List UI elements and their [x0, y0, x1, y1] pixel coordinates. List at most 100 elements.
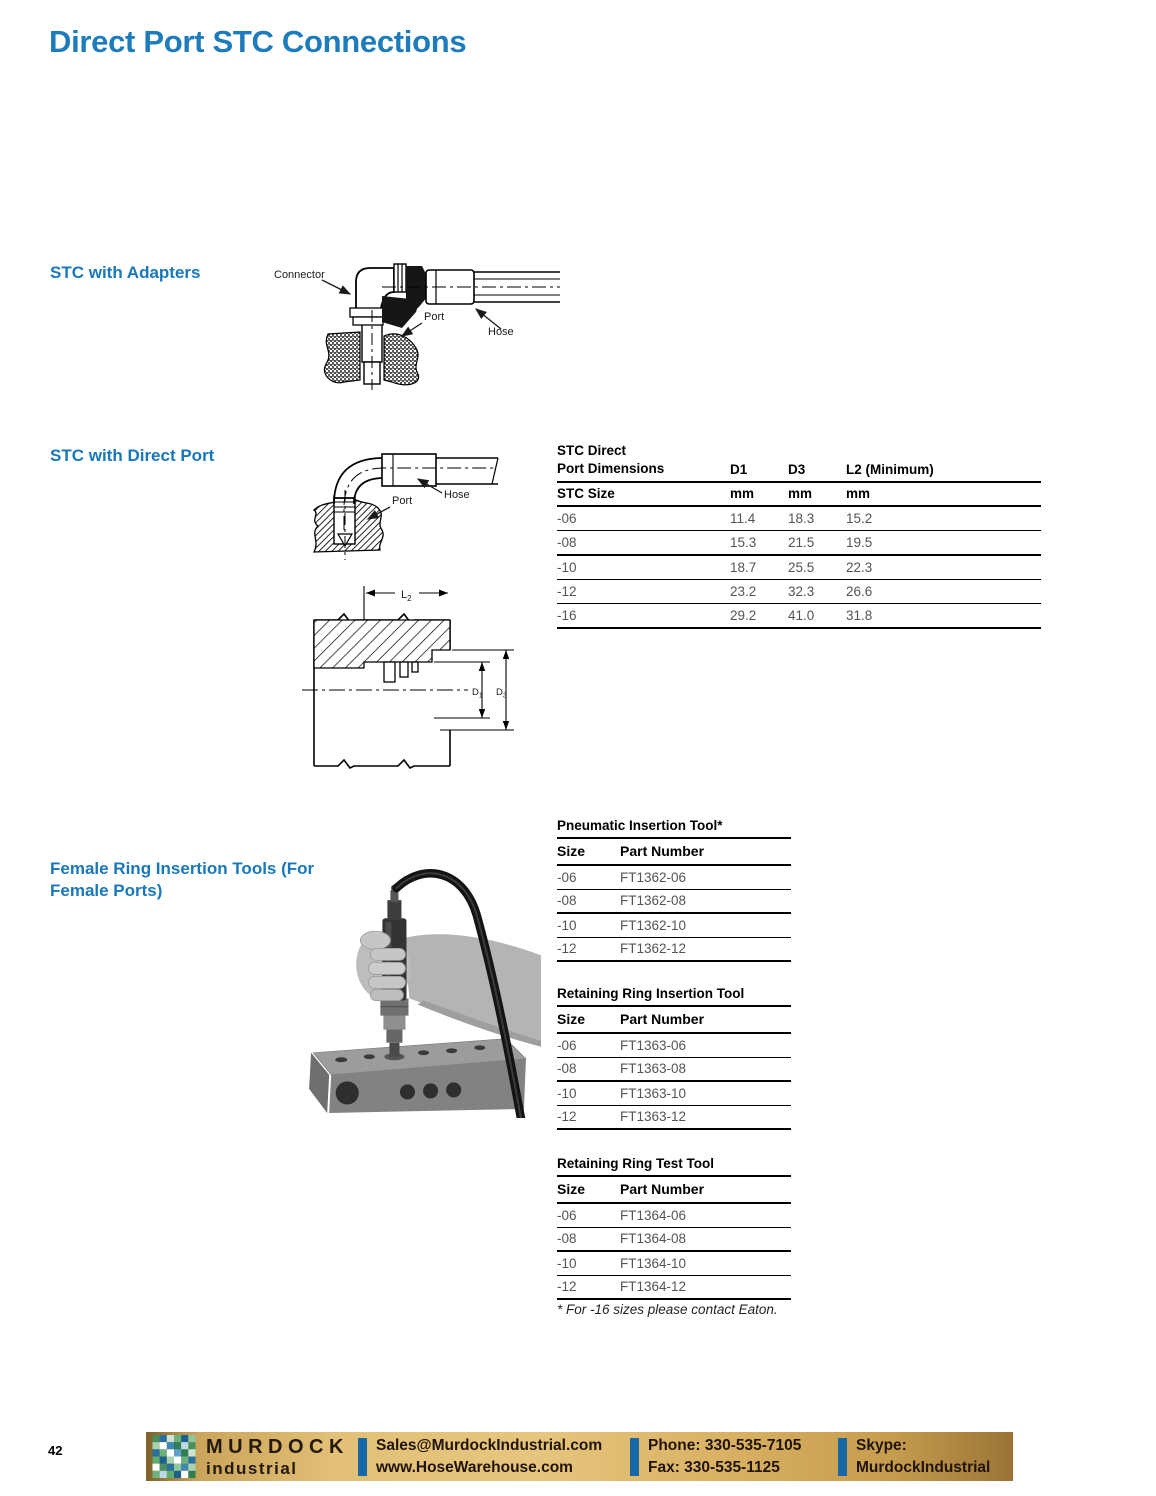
col-header-size: Size: [557, 1011, 586, 1027]
divider: [358, 1437, 367, 1476]
table-cell: FT1362-12: [620, 941, 687, 956]
hose-label: Hose: [444, 489, 470, 501]
table-header-row: Size Part Number: [557, 1177, 791, 1203]
table-cell: FT1362-10: [620, 917, 687, 933]
page-title: Direct Port STC Connections: [49, 24, 467, 59]
stc-with-direct-port-diagram: Hose Port: [312, 453, 499, 560]
table-cell: 21.5: [788, 535, 815, 551]
brand-name: MURDOCK: [206, 1435, 349, 1458]
table-title: Retaining Ring Test Tool: [557, 1156, 791, 1177]
table-cell: FT1363-08: [620, 1061, 687, 1076]
port-block-shape: [323, 331, 361, 384]
table-cell: -06: [557, 1207, 577, 1223]
footer-website: www.HoseWarehouse.com: [376, 1458, 573, 1476]
table-cell: 18.7: [730, 560, 757, 576]
port-label: Port: [424, 311, 444, 323]
table-cell: 11.4: [730, 511, 756, 527]
footer-phone: Phone: 330-535-7105: [648, 1436, 802, 1454]
table-cell: -10: [557, 917, 577, 933]
section-heading-direct-port: STC with Direct Port: [50, 446, 215, 465]
stc-with-adapters-diagram: Connector Port Hose: [274, 263, 560, 390]
brand-block: MURDOCK industrial: [206, 1437, 358, 1477]
skype-block: Skype: MurdockIndustrial: [856, 1435, 1016, 1478]
table-title: Retaining Ring Insertion Tool: [557, 986, 791, 1007]
l2-dimension-label: L2: [401, 589, 412, 603]
table-cell: 26.6: [846, 584, 873, 600]
table-cell: 19.5: [846, 535, 873, 551]
col-header-part-number: Part Number: [620, 1181, 705, 1197]
footer-email: Sales@MurdockIndustrial.com: [376, 1436, 603, 1454]
table-cell: -12: [557, 584, 577, 600]
table-row: -06 FT1364-06: [557, 1203, 791, 1227]
divider: [838, 1437, 847, 1476]
table-row: -06 FT1363-06: [557, 1033, 791, 1057]
table-row: -10 18.7 25.5 22.3: [557, 555, 1041, 580]
table-cell: 23.2: [730, 584, 757, 600]
col-header-size: Size: [557, 843, 586, 859]
table-cell: FT1362-06: [620, 869, 687, 885]
table-cell: 32.3: [788, 584, 815, 600]
table-cell: 15.3: [730, 535, 757, 551]
table-cell: 22.3: [846, 560, 873, 576]
table-title: Pneumatic Insertion Tool*: [557, 818, 791, 839]
d1-dimension-label: D1: [472, 687, 483, 700]
table-title-row: STC Direct Port Dimensions D1 D3 L2 (Min…: [557, 441, 1041, 483]
table-row: -08 FT1364-08: [557, 1227, 791, 1251]
table-row: -10 FT1363-10: [557, 1081, 791, 1105]
section-heading-insertion-tools: Female Ring Insertion Tools (For Female …: [50, 859, 315, 901]
table-cell: -10: [557, 1085, 577, 1101]
table-row: -12 FT1364-12: [557, 1275, 791, 1299]
table-cell: FT1362-08: [620, 893, 687, 908]
table-cell: FT1364-10: [620, 1255, 687, 1271]
retaining-ring-test-tool-table: Retaining Ring Test Tool Size Part Numbe…: [557, 1156, 791, 1300]
table-cell: 29.2: [730, 608, 757, 624]
brand-subtitle: industrial: [206, 1458, 298, 1478]
table-cell: FT1363-06: [620, 1037, 687, 1053]
footnote: * For -16 sizes please contact Eaton.: [557, 1302, 778, 1317]
table-cell: 31.8: [846, 608, 873, 624]
col-header-part-number: Part Number: [620, 843, 705, 859]
table-cell: -10: [557, 560, 577, 576]
col-header-d3: D3: [788, 462, 806, 478]
port-cross-section-diagram: L2 D1 D3: [302, 583, 514, 770]
page-number: 42: [48, 1443, 63, 1458]
table-cell: FT1363-12: [620, 1109, 687, 1124]
hose-label: Hose: [488, 326, 514, 338]
table-row: -06 FT1362-06: [557, 865, 791, 889]
subheader-mm: mm: [846, 486, 871, 502]
pneumatic-insertion-tool-table: Pneumatic Insertion Tool* Size Part Numb…: [557, 818, 791, 962]
table-row: -16 29.2 41.0 31.8: [557, 604, 1041, 629]
insertion-tool-photo: [309, 869, 541, 1118]
footer-banner: MURDOCK industrial Sales@MurdockIndustri…: [146, 1432, 1013, 1481]
table-cell: -12: [557, 1279, 577, 1294]
table-cell: FT1364-06: [620, 1207, 687, 1223]
col-header-l2: L2 (Minimum): [846, 462, 934, 478]
stc-direct-port-dimensions-table: STC Direct Port Dimensions D1 D3 L2 (Min…: [557, 441, 1041, 629]
table-cell: 15.2: [846, 511, 873, 527]
table-subheader-row: STC Size mm mm mm: [557, 482, 1041, 507]
table-cell: -08: [557, 1231, 577, 1246]
table-cell: -06: [557, 869, 577, 885]
port-label: Port: [392, 495, 412, 507]
table-cell: -12: [557, 1109, 577, 1124]
subheader-mm: mm: [788, 486, 813, 502]
table-row: -12 23.2 32.3 26.6: [557, 580, 1041, 604]
table-cell: 41.0: [788, 608, 815, 624]
table-cell: FT1364-08: [620, 1231, 687, 1246]
footer-skype-label: Skype:: [856, 1436, 907, 1454]
footer-fax: Fax: 330-535-1125: [648, 1458, 780, 1476]
table-cell: 25.5: [788, 560, 815, 576]
table-cell: -08: [557, 535, 577, 551]
table-cell: -16: [557, 608, 577, 624]
table-cell: -06: [557, 1037, 577, 1053]
table-row: -12 FT1363-12: [557, 1105, 791, 1129]
subheader-mm: mm: [730, 486, 755, 502]
table-cell: FT1363-10: [620, 1085, 687, 1101]
divider: [630, 1437, 639, 1476]
table-cell: FT1364-12: [620, 1279, 687, 1294]
elbow-tube-shape: [333, 457, 385, 505]
